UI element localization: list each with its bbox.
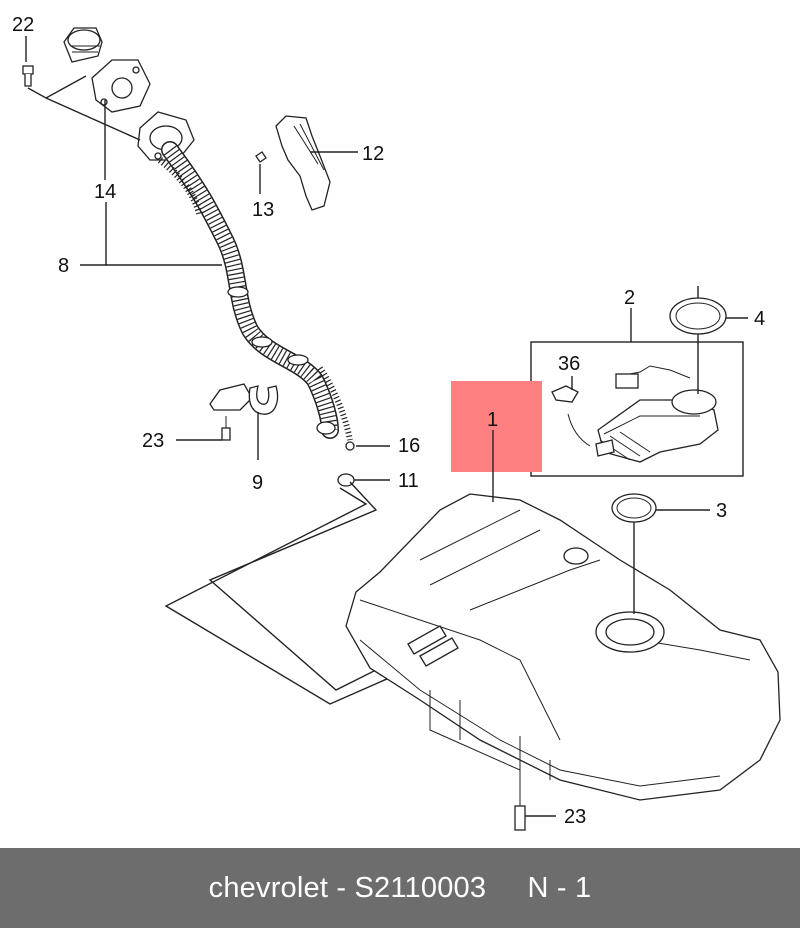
hose-clamp	[287, 354, 309, 366]
bolt-22	[22, 65, 34, 87]
callout-23-left: 23	[142, 430, 164, 452]
heat-shield-bracket-12	[275, 115, 331, 211]
fuel-tank-exploded-diagram: 22 14 8 12 13 2 4 36 1 23 9 16 11 3 23	[12, 14, 781, 831]
hose-routing-outline	[164, 481, 431, 705]
callout-23-bottom: 23	[564, 806, 586, 828]
callout-2: 2	[624, 287, 635, 309]
footer-brand: chevrolet	[208, 871, 329, 904]
filler-cap	[63, 27, 103, 63]
bolt-23-bottom	[514, 736, 526, 831]
filler-hose	[157, 141, 353, 441]
hose-clamp	[227, 286, 249, 298]
footer-page: N - 1	[527, 871, 592, 904]
callout-4: 4	[754, 308, 765, 330]
highlighted-part-area	[451, 381, 542, 472]
callout-1: 1	[487, 409, 498, 431]
callout-3: 3	[716, 500, 727, 522]
callout-12: 12	[362, 143, 384, 165]
fuel-pump-module	[567, 365, 719, 463]
hose-clamp	[251, 336, 273, 348]
footer-bar: chevrolet - S2110003 N - 1	[0, 848, 800, 928]
callout-16: 16	[398, 435, 420, 457]
wiring-connector-36	[551, 385, 579, 403]
bolt-23-left	[221, 416, 231, 441]
fuel-tank	[345, 493, 781, 801]
callout-11: 11	[398, 470, 419, 492]
nut-13	[255, 151, 267, 163]
callout-14: 14	[94, 181, 116, 203]
footer-gap	[486, 872, 527, 905]
callout-8: 8	[58, 255, 69, 277]
callout-9: 9	[252, 472, 263, 494]
footer-separator: -	[328, 871, 355, 904]
callout-13: 13	[252, 199, 274, 221]
clamp-16	[345, 441, 355, 451]
callout-22: 22	[12, 14, 34, 36]
callout-36: 36	[558, 353, 580, 375]
hose-bracket-9	[209, 383, 279, 415]
footer-part-number: S2110003	[354, 871, 487, 904]
filler-neck-flange	[91, 59, 151, 113]
leader-lines	[25, 36, 748, 817]
